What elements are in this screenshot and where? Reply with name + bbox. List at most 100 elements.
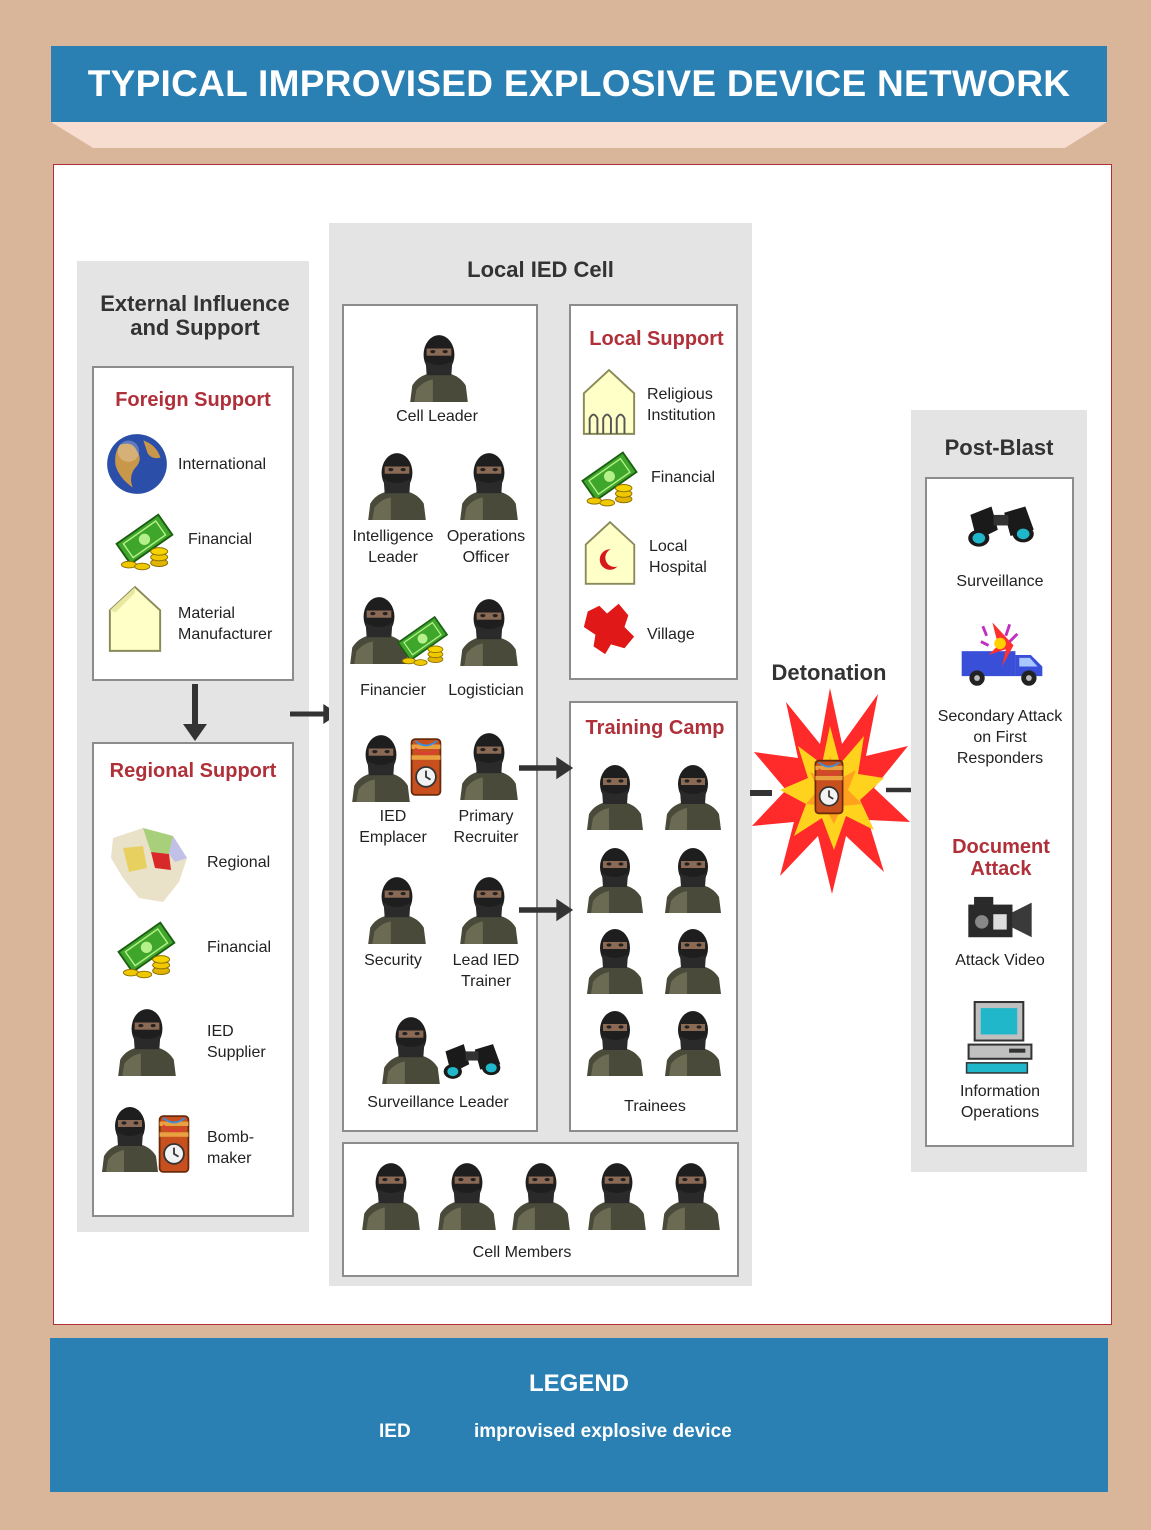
page-title: TYPICAL IMPROVISED EXPLOSIVE DEVICE NETW… — [87, 63, 1071, 104]
person-icon — [665, 765, 721, 830]
person-icon — [512, 1163, 570, 1230]
person-icon — [587, 929, 643, 994]
money-icon — [397, 616, 448, 667]
external-heading: External Influence and Support — [77, 292, 313, 340]
secondary-line2: on First — [973, 729, 1027, 746]
primary-recruiter-label: Primary Recruiter — [438, 806, 534, 848]
intel-line2: Leader — [368, 549, 418, 566]
recruiter-line1: Primary — [458, 808, 514, 825]
legend-title: LEGEND — [528, 1370, 629, 1397]
lead-ied-trainer-label: Lead IED Trainer — [438, 950, 534, 992]
foreign-material-label: Material Manufacturer — [178, 603, 272, 645]
person-icon — [460, 453, 518, 520]
post-blast-heading: Post-Blast — [944, 435, 1054, 460]
external-heading-line2: and Support — [130, 315, 260, 340]
person-icon — [362, 1163, 420, 1230]
hospital-line1: Local — [649, 538, 688, 555]
bombmaker-line2: maker — [207, 1150, 252, 1167]
doc-title-line2: Attack — [970, 858, 1032, 880]
security-label: Security — [364, 952, 422, 969]
building-icon — [108, 586, 162, 652]
person-icon — [460, 877, 518, 944]
hospital-icon — [584, 521, 636, 585]
foreign-international-label: International — [178, 456, 267, 473]
legend-panel — [50, 1338, 1108, 1492]
person-icon — [352, 735, 410, 802]
regional-support-title: Regional Support — [109, 760, 277, 782]
surveillance-leader-label: Surveillance Leader — [367, 1094, 509, 1111]
training-camp-title: Training Camp — [585, 717, 725, 739]
secondary-line3: Responders — [956, 750, 1044, 767]
intel-line1: Intelligence — [352, 528, 434, 545]
ied-supplier-line1: IED — [207, 1023, 234, 1040]
globe-icon — [107, 434, 167, 494]
local-cell-heading: Local IED Cell — [467, 257, 614, 282]
bombmaker-line1: Bomb- — [207, 1129, 255, 1146]
arrow-down-icon — [183, 684, 207, 741]
person-icon — [662, 1163, 720, 1230]
person-icon — [102, 1107, 158, 1172]
surveillance-label: Surveillance — [956, 573, 1044, 590]
detonation-label: Detonation — [771, 660, 887, 685]
person-icon — [460, 599, 518, 666]
arrow-tail-icon — [750, 790, 772, 796]
person-icon — [382, 1017, 440, 1084]
ied-emplacer-label: IED Emplacer — [344, 806, 442, 848]
binoculars-icon — [443, 1044, 501, 1079]
village-icon — [583, 603, 635, 655]
religious-line2: Institution — [647, 407, 716, 424]
doc-title-line1: Document — [952, 836, 1050, 858]
title-bevel — [51, 122, 1107, 148]
ied-supplier-line2: Supplier — [207, 1044, 266, 1061]
money-icon — [117, 921, 176, 979]
person-icon — [665, 848, 721, 913]
bombmaker-label: Bomb- maker — [207, 1127, 254, 1169]
person-icon — [118, 1009, 176, 1076]
person-icon — [665, 1011, 721, 1076]
religious-building-icon — [582, 369, 636, 435]
bomb-icon — [814, 759, 844, 815]
trainer-line1: Lead IED — [452, 952, 520, 969]
binoculars-icon — [968, 506, 1034, 547]
person-icon — [588, 1163, 646, 1230]
info-line2: Operations — [960, 1104, 1040, 1121]
document-attack-title: Document Attack — [925, 836, 1077, 880]
attack-video-label: Attack Video — [955, 952, 1045, 969]
emplacer-line2: Emplacer — [359, 829, 427, 846]
religious-line1: Religious — [647, 386, 713, 403]
intelligence-leader-label: Intelligence Leader — [344, 526, 442, 568]
external-heading-line1: External Influence — [100, 291, 290, 316]
legend-term: IED — [379, 1421, 411, 1442]
money-icon — [115, 513, 174, 571]
person-icon — [368, 877, 426, 944]
video-camera-icon — [968, 896, 1032, 938]
ied-supplier-label: IED Supplier — [207, 1021, 266, 1063]
bomb-icon — [410, 738, 442, 796]
operations-officer-label: Operations Officer — [438, 526, 534, 568]
secondary-attack-label: Secondary Attack on First Responders — [925, 706, 1075, 769]
person-icon — [410, 335, 468, 402]
person-icon — [587, 765, 643, 830]
logistician-label: Logistician — [448, 682, 524, 699]
ops-line1: Operations — [446, 528, 526, 545]
computer-icon — [965, 1000, 1033, 1074]
ops-line2: Officer — [462, 549, 510, 566]
hospital-line2: Hospital — [649, 559, 707, 576]
person-icon — [587, 848, 643, 913]
title-banner — [51, 46, 1107, 122]
cell-members-label: Cell Members — [472, 1244, 572, 1261]
person-icon — [665, 929, 721, 994]
information-operations-label: Information Operations — [925, 1081, 1075, 1123]
foreign-support-title: Foreign Support — [115, 389, 271, 411]
secondary-line1: Secondary Attack — [937, 708, 1063, 725]
person-icon — [438, 1163, 496, 1230]
person-icon — [587, 1011, 643, 1076]
material-line2: Manufacturer — [178, 626, 273, 643]
person-icon — [460, 733, 518, 800]
trainees-label: Trainees — [624, 1098, 686, 1115]
arrow-right-icon — [519, 898, 574, 922]
religious-institution-label: Religious Institution — [647, 384, 715, 426]
emplacer-line1: IED — [379, 808, 407, 825]
cell-leader-label: Cell Leader — [396, 408, 478, 425]
recruiter-line2: Recruiter — [453, 829, 519, 846]
